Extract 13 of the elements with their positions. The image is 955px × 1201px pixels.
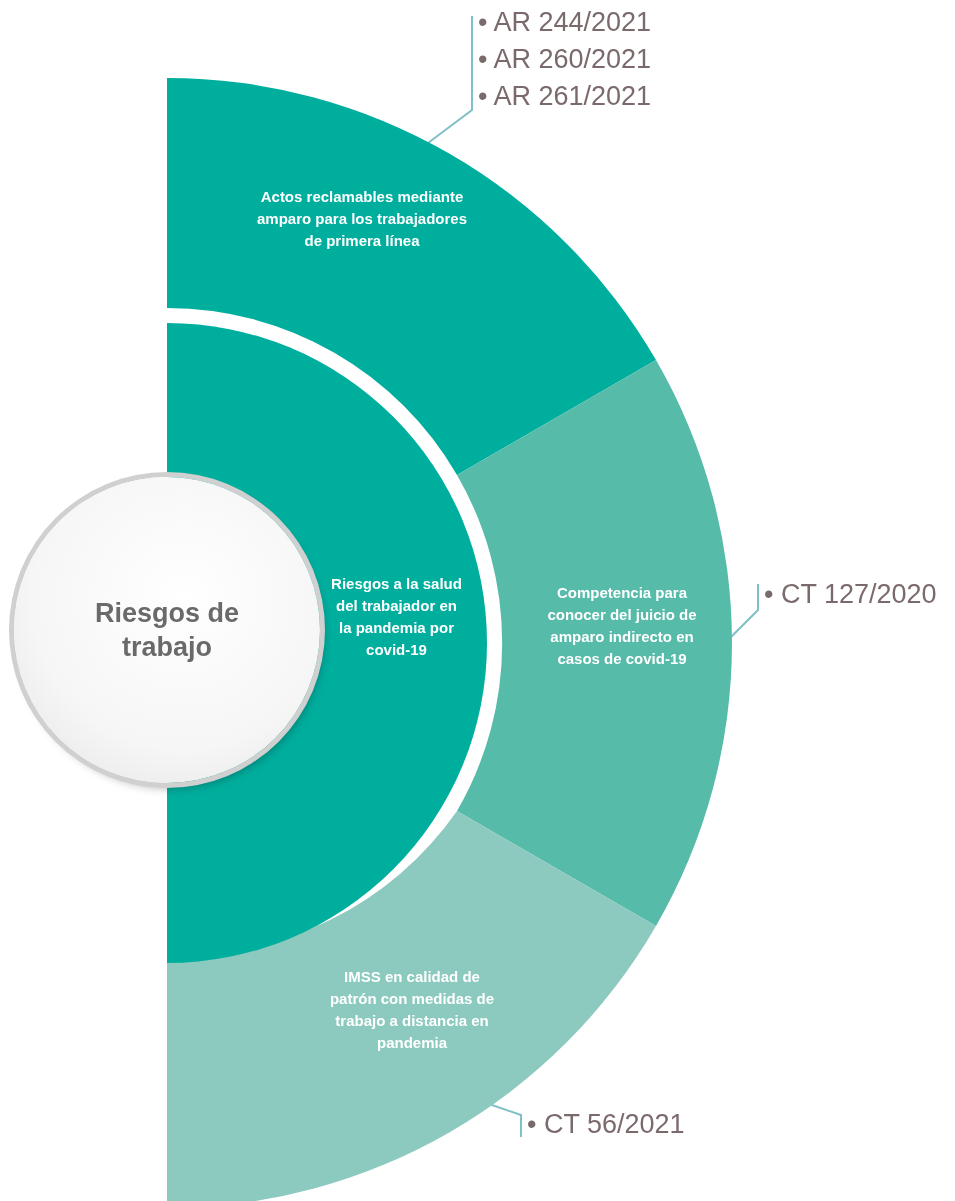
sector-label: Actos reclamables mediante amparo para los trabajadores de primera línea	[255, 187, 469, 251]
leader-line	[730, 583, 759, 638]
sector-label: Competencia para conocer del juicio de amparo indirecto en casos de covid-19	[546, 583, 698, 669]
reference-item: • CT 127/2020	[763, 578, 937, 611]
reference-item: • AR 260/2021	[477, 43, 652, 76]
leader-line	[427, 15, 473, 144]
sector-label: IMSS en calidad de patrón con medidas de trabajo a distancia en pandemia	[328, 967, 496, 1053]
reference-item: • CT 56/2021	[526, 1108, 685, 1141]
leader-line	[488, 1103, 522, 1138]
center-title: Riesgos de trabajo	[93, 597, 240, 664]
reference-item: • AR 244/2021	[477, 6, 652, 39]
sector-label: Riesgos a la salud del trabajador en la pandemia por covid-19	[330, 574, 463, 660]
reference-item: • AR 261/2021	[477, 80, 652, 113]
